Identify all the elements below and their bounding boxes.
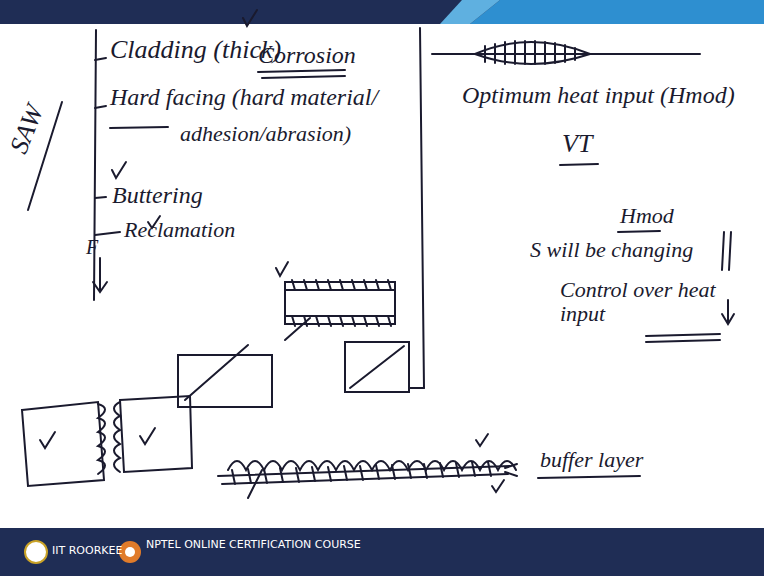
- footer-bar: [0, 528, 764, 576]
- handwritten-note: Hard facing (hard material/: [110, 84, 378, 110]
- handwritten-note: Cladding (thick): [110, 36, 281, 65]
- handwritten-note: Reclamation: [124, 218, 235, 242]
- handwritten-note: adhesion/abrasion): [180, 122, 351, 146]
- handwritten-note: F: [86, 236, 98, 258]
- handwritten-note: buffer layer: [540, 448, 643, 472]
- handwritten-note: Control over heat input: [560, 278, 720, 326]
- handwritten-note: Corrosion: [258, 42, 356, 68]
- handwritten-note: SAW: [5, 101, 50, 158]
- handwritten-note: Buttering: [112, 182, 203, 208]
- handwritten-note: Optimum heat input (Hmod): [462, 82, 735, 108]
- handwritten-note: S will be changing: [530, 238, 693, 262]
- footer-text: NPTEL ONLINE CERTIFICATION COURSE: [146, 539, 266, 551]
- ink-strokes: [22, 10, 734, 498]
- title-bar: [0, 0, 764, 24]
- handwritten-note: Hmod: [620, 204, 674, 228]
- handwritten-note: VT: [562, 130, 592, 159]
- footer-text: IIT ROORKEE: [52, 545, 122, 557]
